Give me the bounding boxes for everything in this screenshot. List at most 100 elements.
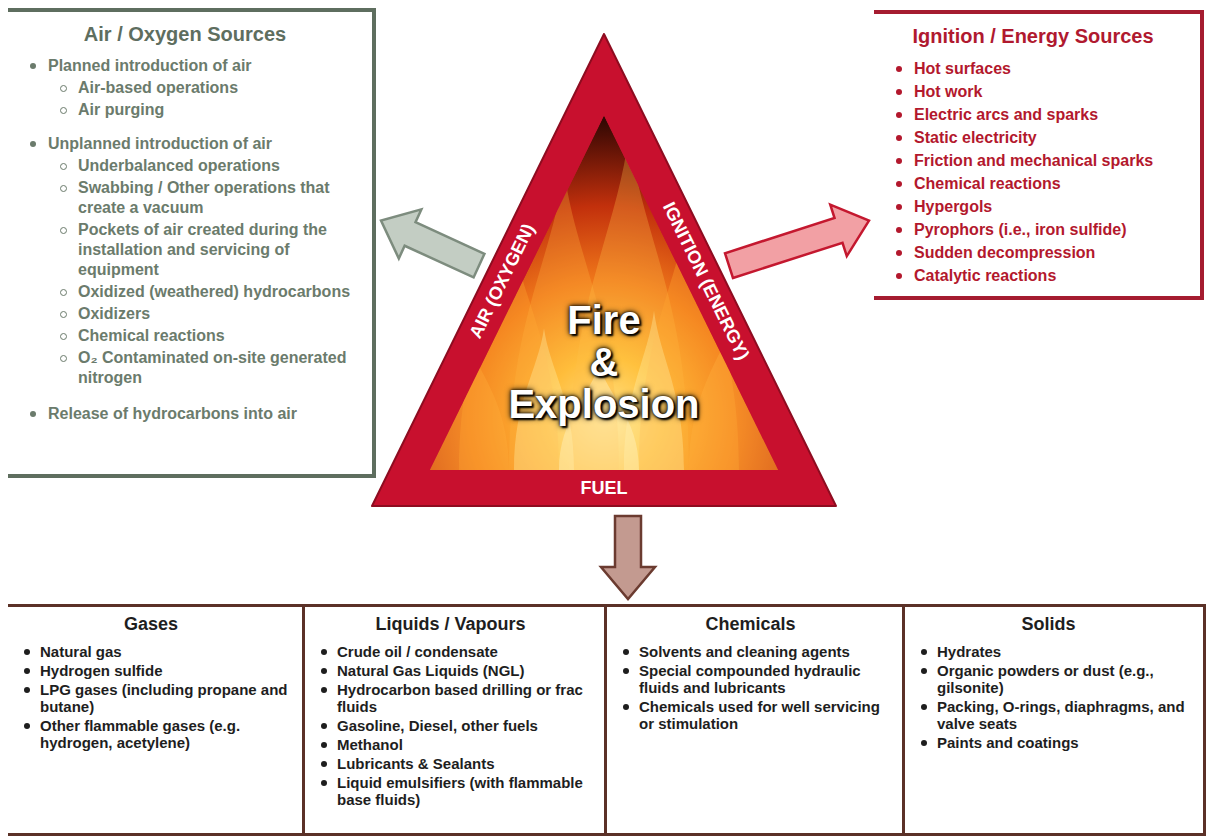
box-heading: Chemicals [613, 613, 888, 635]
triangle-title: Fire & Explosion [454, 299, 754, 425]
list-row: Oxidizers [8, 304, 362, 324]
box-content: SolidsHydratesOrganic powders or dust (e… [905, 607, 1200, 757]
list-item: Static electricity [914, 127, 1192, 148]
fuel-category-column: ChemicalsSolvents and cleaning agentsSpe… [604, 607, 902, 833]
list-item: Chemical reactions [78, 326, 362, 346]
box-content: GasesNatural gasHydrogen sulfideLPG gase… [8, 607, 302, 757]
fuel-category-column: SolidsHydratesOrganic powders or dust (e… [902, 607, 1200, 833]
list-item: Pyrophors (i.e., iron sulfide) [914, 219, 1192, 240]
list-item: Hot work [914, 81, 1192, 102]
list-row: Other flammable gases (e.g. hydrogen, ac… [8, 717, 294, 751]
fuel-category-column: GasesNatural gasHydrogen sulfideLPG gase… [8, 607, 302, 833]
heading-row: Ignition / Energy Sources [874, 24, 1192, 56]
box-heading: Air / Oxygen Sources [14, 22, 356, 46]
fire-triangle: Fire & ExplosionAIR (OXYGEN)IGNITION (EN… [372, 34, 836, 506]
heading-row: Liquids / Vapours [305, 613, 596, 641]
source-box: Air / Oxygen SourcesPlanned introduction… [8, 8, 376, 478]
list-row: Special compounded hydraulic fluids and … [607, 662, 894, 696]
bullet-dot [896, 273, 902, 279]
bullet-dot [623, 704, 629, 710]
box-content: Air / Oxygen SourcesPlanned introduction… [8, 12, 372, 436]
list-item: Hypergols [914, 196, 1192, 217]
list-item: Release of hydrocarbons into air [48, 404, 362, 424]
heading-row: Chemicals [607, 613, 894, 641]
list-row: Hypergols [874, 196, 1192, 217]
bullet-dot [24, 668, 30, 674]
heading-row: Air / Oxygen Sources [8, 22, 362, 54]
bullet-dot [321, 723, 327, 729]
list-item: Gasoline, Diesel, other fuels [337, 717, 596, 734]
list-row: Static electricity [874, 127, 1192, 148]
bullet-dot [896, 250, 902, 256]
bullet-dot [896, 204, 902, 210]
box-heading: Ignition / Energy Sources [880, 24, 1186, 48]
list-row: Chemical reactions [8, 326, 362, 346]
list-item: O₂ Contaminated on-site generated nitrog… [78, 348, 362, 388]
bullet-dot [30, 141, 36, 147]
heading-row: Gases [8, 613, 294, 641]
bullet-dot [623, 668, 629, 674]
bullet-circle [60, 227, 67, 234]
list-item: Air-based operations [78, 78, 362, 98]
list-row: Sudden decompression [874, 242, 1192, 263]
list-item: Chemicals used for well servicing or sti… [639, 698, 894, 732]
list-row: Friction and mechanical sparks [874, 150, 1192, 171]
list-item: Hydrocarbon based drilling or frac fluid… [337, 681, 596, 715]
list-row: Planned introduction of air [8, 56, 362, 76]
bullet-dot [921, 649, 927, 655]
box-content: ChemicalsSolvents and cleaning agentsSpe… [607, 607, 902, 738]
bullet-dot [30, 63, 36, 69]
box-heading: Solids [911, 613, 1186, 635]
bullet-circle [60, 355, 67, 362]
bullet-dot [623, 649, 629, 655]
list-item: Natural Gas Liquids (NGL) [337, 662, 596, 679]
bullet-dot [321, 687, 327, 693]
triangle-side-label: FUEL [581, 478, 628, 498]
bullet-dot [896, 89, 902, 95]
list-item: Hot surfaces [914, 58, 1192, 79]
list-item: Paints and coatings [937, 734, 1192, 751]
list-row: Catalytic reactions [874, 265, 1192, 286]
bullet-circle [60, 85, 67, 92]
flame-shape [689, 293, 799, 470]
bullet-dot [896, 158, 902, 164]
list-item: Unplanned introduction of air [48, 134, 362, 154]
list-item: Hydrogen sulfide [40, 662, 294, 679]
bullet-circle [60, 185, 67, 192]
list-item: Chemical reactions [914, 173, 1192, 194]
list-row: Chemical reactions [874, 173, 1192, 194]
bullet-dot [896, 66, 902, 72]
list-item: Methanol [337, 736, 596, 753]
list-item: Other flammable gases (e.g. hydrogen, ac… [40, 717, 294, 751]
bullet-dot [30, 411, 36, 417]
list-row: Unplanned introduction of air [8, 134, 362, 154]
bullet-dot [321, 742, 327, 748]
source-box: Ignition / Energy SourcesHot surfacesHot… [874, 10, 1204, 300]
block-arrow [725, 205, 869, 278]
box-heading: Liquids / Vapours [311, 613, 590, 635]
list-row: Electric arcs and sparks [874, 104, 1192, 125]
bullet-dot [321, 761, 327, 767]
bullet-dot [896, 112, 902, 118]
list-row: Oxidized (weathered) hydrocarbons [8, 282, 362, 302]
list-item: Packing, O-rings, diaphragms, and valve … [937, 698, 1192, 732]
list-item: Solvents and cleaning agents [639, 643, 894, 660]
fire-image [399, 116, 799, 470]
list-row: LPG gases (including propane and butane) [8, 681, 294, 715]
list-row: Hydrogen sulfide [8, 662, 294, 679]
list-row: Pyrophors (i.e., iron sulfide) [874, 219, 1192, 240]
box-content: Liquids / VapoursCrude oil / condensateN… [305, 607, 604, 814]
list-row: Packing, O-rings, diaphragms, and valve … [905, 698, 1192, 732]
list-item: Crude oil / condensate [337, 643, 596, 660]
box-heading: Gases [14, 613, 288, 635]
list-row: Release of hydrocarbons into air [8, 404, 362, 424]
bullet-dot [321, 780, 327, 786]
bullet-dot [24, 649, 30, 655]
list-row: Solvents and cleaning agents [607, 643, 894, 660]
list-item: Pockets of air created during the instal… [78, 220, 362, 280]
fuel-panel: GasesNatural gasHydrogen sulfideLPG gase… [8, 604, 1206, 836]
list-item: Swabbing / Other operations that create … [78, 178, 362, 218]
list-item: Air purging [78, 100, 362, 120]
list-item: Special compounded hydraulic fluids and … [639, 662, 894, 696]
list-row: Methanol [305, 736, 596, 753]
